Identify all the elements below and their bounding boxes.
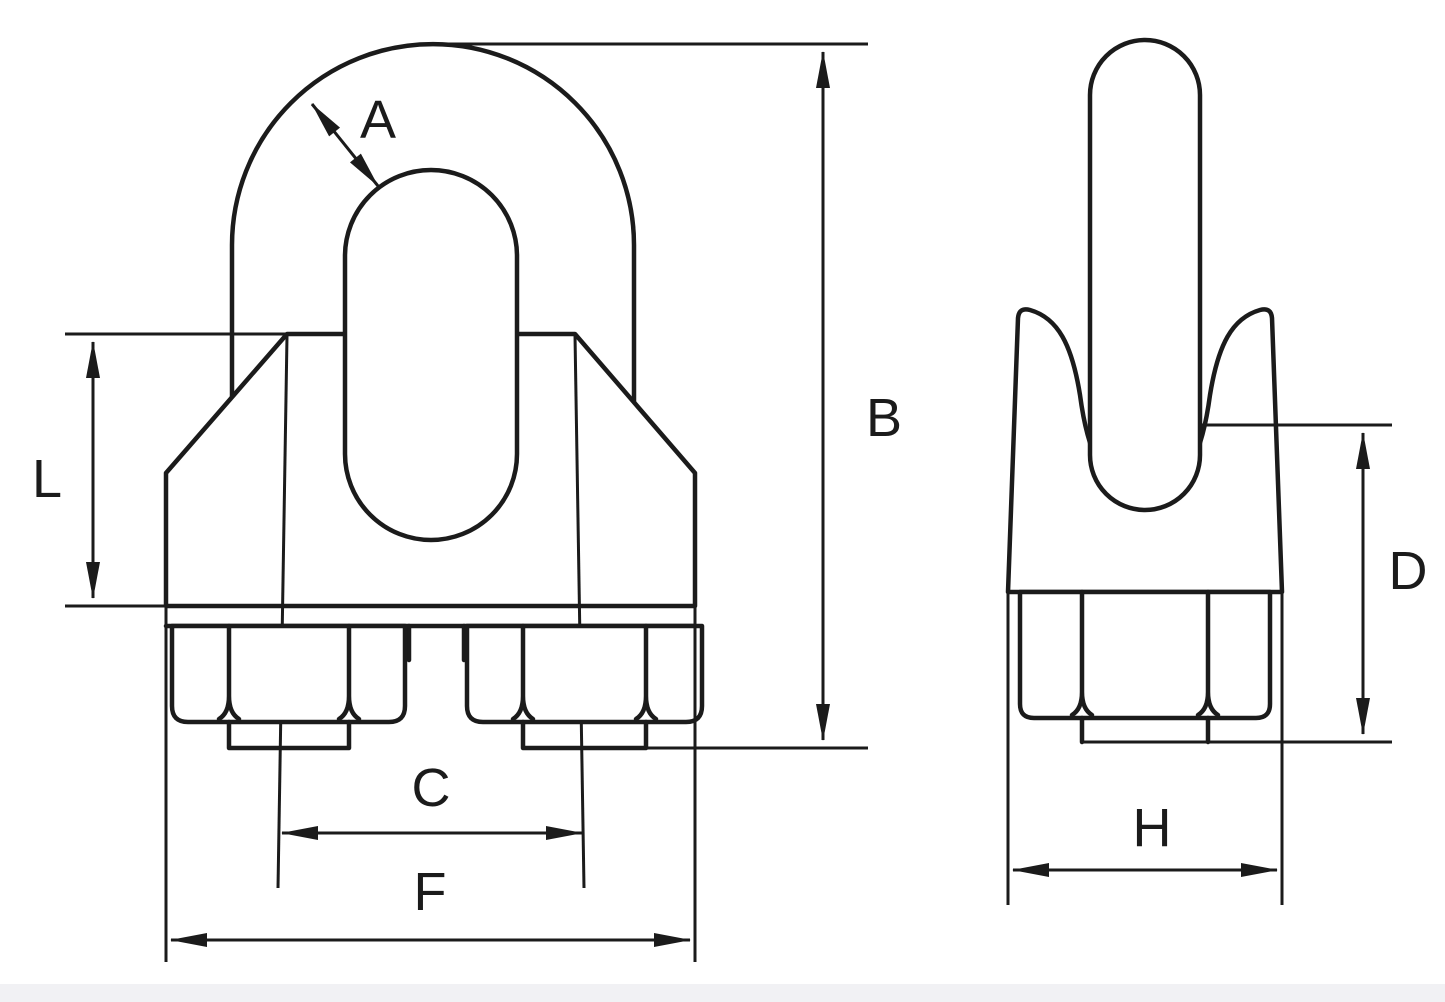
right-nut-facets <box>510 623 659 722</box>
dim-label-F: F <box>414 862 447 922</box>
rope-opening <box>342 167 520 543</box>
dim-label-B: B <box>866 388 902 448</box>
dimension-labels: A B C F L D H <box>32 90 1428 922</box>
dimension-lines <box>65 42 1392 962</box>
u-bolt-right-leg <box>573 334 586 889</box>
dim-arrow-A <box>310 103 380 187</box>
u-bolt-left-leg <box>276 335 289 889</box>
left-bolt-stub <box>226 719 352 751</box>
dim-label-D: D <box>1389 541 1428 601</box>
dim-label-H: H <box>1133 798 1172 858</box>
front-view <box>163 41 705 889</box>
center-tab <box>406 623 467 663</box>
right-nut <box>464 623 705 725</box>
side-nut-facets <box>1069 589 1221 718</box>
left-nut-facets <box>216 623 362 722</box>
right-bolt-stub <box>520 719 649 751</box>
footer-strip <box>0 984 1445 1002</box>
side-u-bolt <box>1087 37 1203 513</box>
left-nut <box>169 623 408 725</box>
side-nut <box>1017 589 1273 721</box>
side-view <box>1005 37 1285 745</box>
side-bolt-stub <box>1079 715 1211 745</box>
dim-label-L: L <box>32 449 62 509</box>
dim-label-A: A <box>360 90 396 150</box>
dim-label-C: C <box>412 758 451 818</box>
